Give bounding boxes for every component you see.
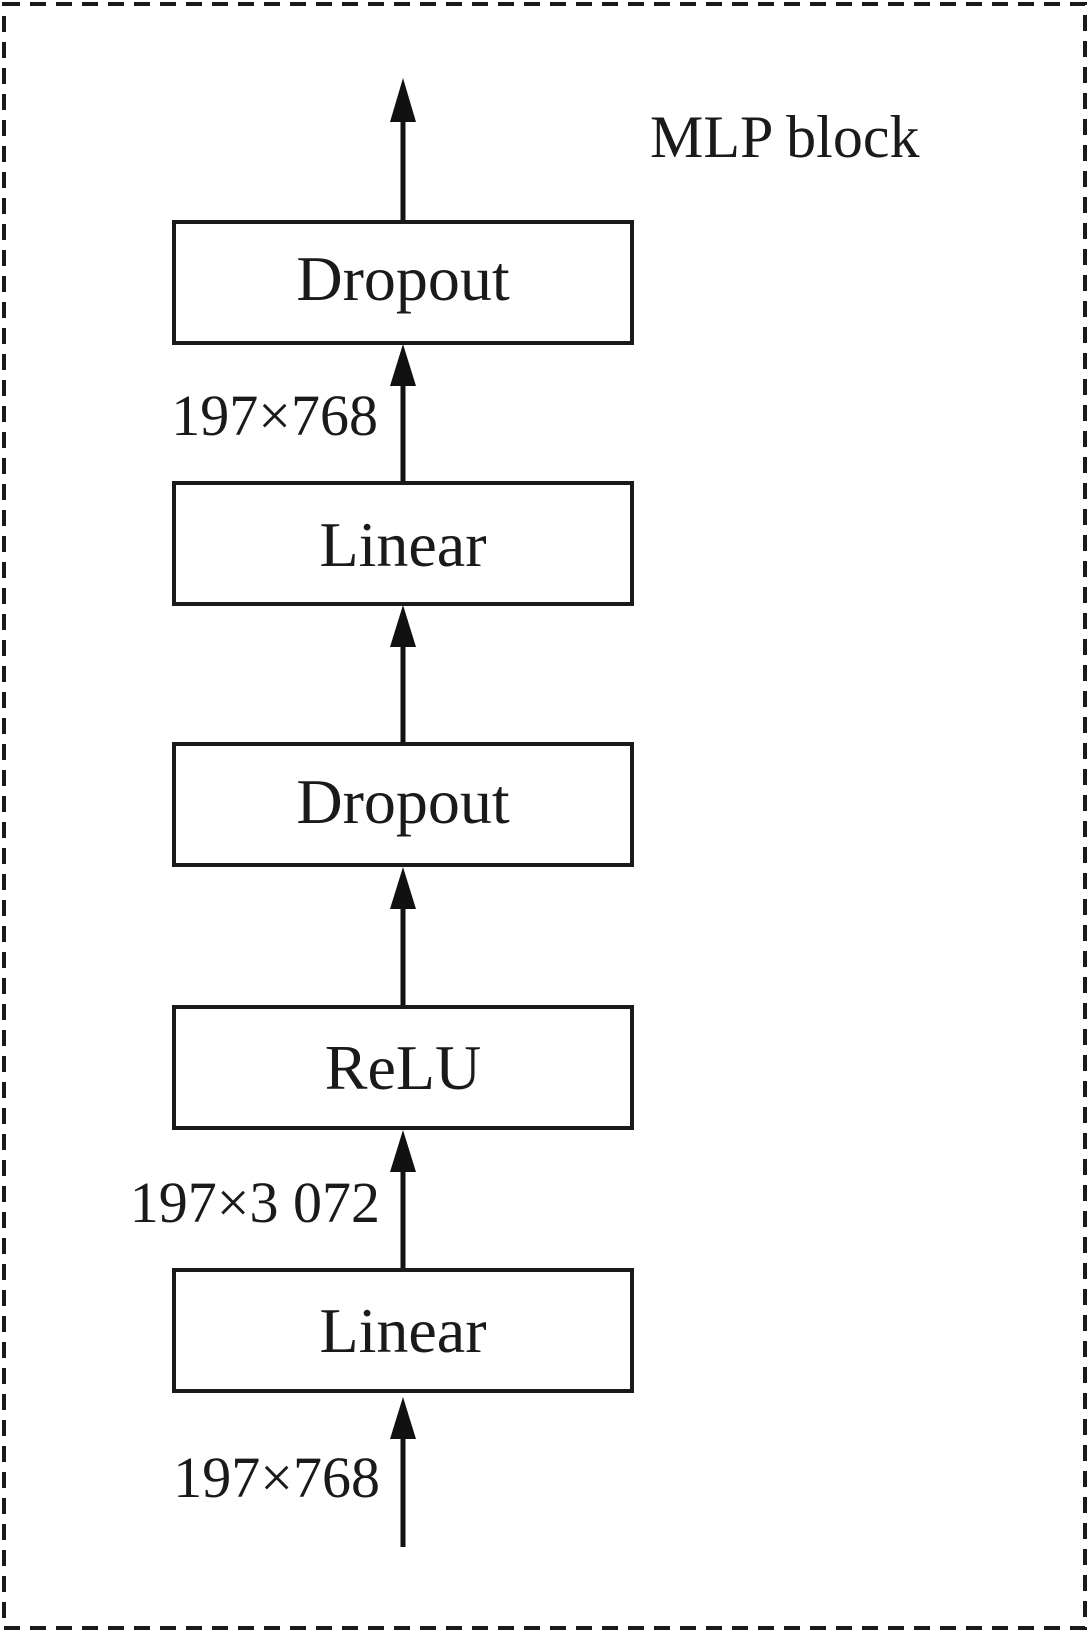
block-relu: ReLU (172, 1005, 634, 1130)
dim-label-after-bottom-linear: 197×3 072 (130, 1170, 380, 1235)
block-dropout-middle: Dropout (172, 742, 634, 867)
dim-label-after-top-linear: 197×768 (171, 383, 378, 448)
output-arrow (390, 78, 416, 222)
arrow-dropout-to-linear (390, 605, 416, 744)
mlp-block-title: MLP block (650, 104, 919, 170)
input-arrow (390, 1397, 416, 1547)
block-label: Linear (320, 1295, 487, 1366)
block-label: Dropout (296, 766, 510, 837)
block-linear-bottom: Linear (172, 1268, 634, 1393)
block-dropout-top: Dropout (172, 220, 634, 345)
arrow-linear-to-relu (390, 1130, 416, 1270)
arrows (390, 78, 416, 1547)
block-linear-top: Linear (172, 481, 634, 606)
arrow-relu-to-dropout (390, 867, 416, 1007)
block-label: Linear (320, 509, 487, 580)
block-label: ReLU (325, 1032, 481, 1103)
block-label: Dropout (296, 243, 510, 314)
arrow-linear-to-dropout-top (390, 344, 416, 483)
dim-label-input: 197×768 (173, 1445, 380, 1510)
